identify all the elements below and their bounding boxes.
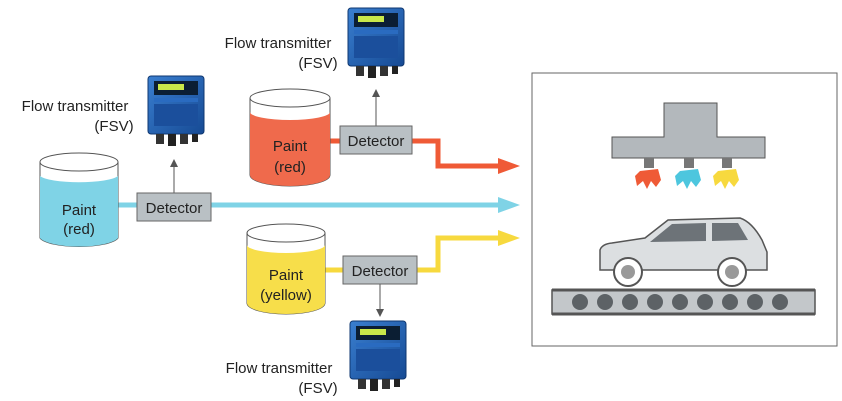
- tank-yellow: Paint (yellow): [246, 223, 326, 315]
- detector-blue: Detector: [136, 192, 212, 222]
- transmitter-label-line1: Flow transmitter: [22, 98, 129, 115]
- detector-yellow: Detector: [342, 255, 418, 285]
- spray-nozzle-icon: [635, 158, 661, 189]
- tank-red-label-line2: (red): [274, 159, 306, 176]
- transmitter-label-line1: Flow transmitter: [226, 360, 333, 377]
- yellow-flow-arrowhead: [498, 230, 520, 246]
- red-flow-line: [412, 138, 500, 169]
- flow-transmitter-device-icon: [349, 320, 407, 392]
- tank-red: Paint (red): [249, 88, 331, 187]
- tank-blue: Paint (red): [39, 152, 119, 248]
- transmitter-label-line1: Flow transmitter: [225, 35, 332, 52]
- flow-transmitter-device-icon: [147, 75, 205, 147]
- tank-blue-label-line1: Paint: [62, 202, 97, 219]
- spray-nozzle-icon: [675, 158, 701, 189]
- detector-blue-label: Detector: [146, 200, 203, 217]
- spray-nozzle-icon: [713, 158, 739, 189]
- spray-machine: [611, 102, 766, 159]
- red-flow-arrowhead: [498, 158, 520, 174]
- tank-red-label-line1: Paint: [273, 138, 308, 155]
- transmitter-label-line2: (FSV): [298, 55, 337, 72]
- flow-transmitter-device-icon: [347, 7, 405, 79]
- transmitter-label-line2: (FSV): [94, 118, 133, 135]
- car-icon: [599, 217, 768, 287]
- blue-flow-arrowhead: [498, 197, 520, 213]
- detector-red-label: Detector: [348, 133, 405, 150]
- tank-yellow-label-line2: (yellow): [260, 287, 312, 304]
- tank-blue-label-line2: (red): [63, 221, 95, 238]
- detector-red: Detector: [339, 125, 413, 155]
- tank-yellow-label-line1: Paint: [269, 267, 304, 284]
- transmitter-label-line2: (FSV): [298, 380, 337, 397]
- detector-yellow-label: Detector: [352, 263, 409, 280]
- yellow-flow-line: [415, 235, 500, 273]
- conveyor-belt-icon: [551, 288, 816, 316]
- painting-booth: [531, 72, 838, 347]
